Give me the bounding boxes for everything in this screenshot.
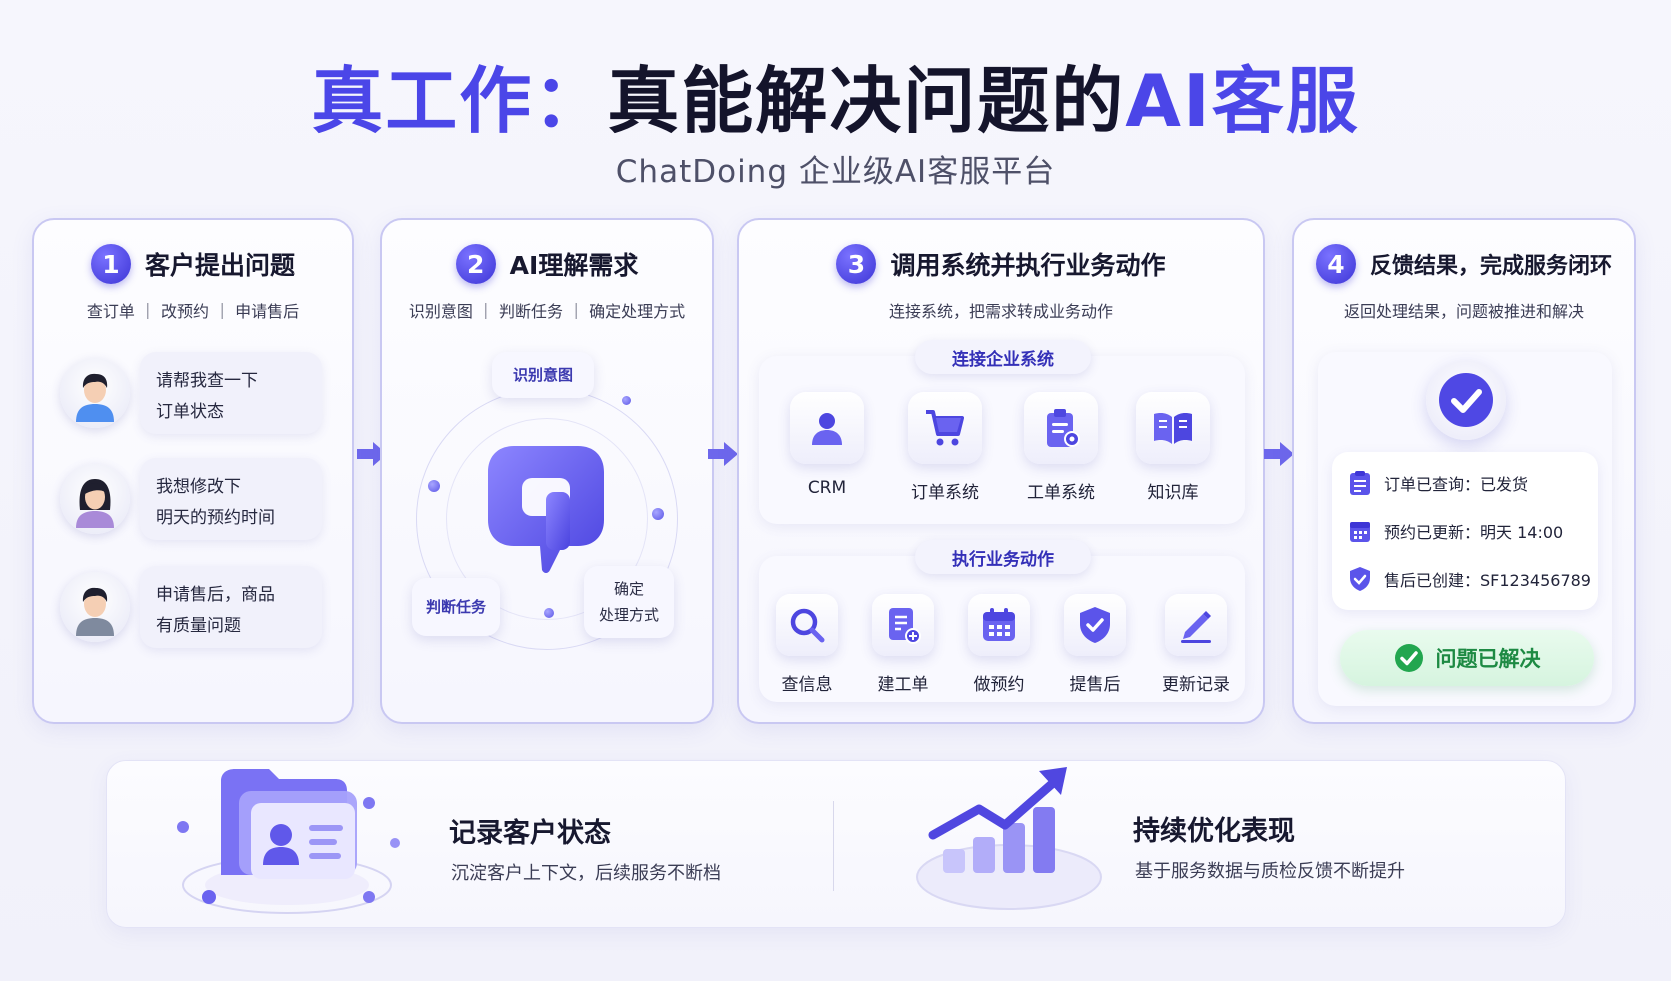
step-4-title: 反馈结果，完成服务闭环 — [1369, 254, 1612, 279]
banner-divider — [833, 801, 834, 891]
success-check-icon — [1426, 360, 1506, 440]
arrow-right-icon — [1264, 442, 1294, 466]
ai-logo-icon — [488, 446, 604, 573]
system-ticket: 工单系统 — [1011, 392, 1111, 503]
chat-item: 请帮我查一下 订单状态 — [60, 352, 322, 434]
title-accent: 真工作： — [311, 59, 608, 143]
person-icon — [76, 479, 114, 528]
step-2-number: 2 — [455, 244, 496, 284]
node-decide: 确定 处理方式 — [584, 566, 674, 638]
calendar-icon — [1350, 522, 1370, 542]
chat-bubble: 申请售后，商品 有质量问题 — [140, 566, 322, 648]
clipboard-icon — [1350, 471, 1370, 495]
banner-left-subtitle: 沉淀客户上下文，后续服务不断档 — [451, 863, 721, 884]
customer-profile-folder-icon — [177, 769, 400, 914]
execute-actions-label: 执行业务动作 — [915, 540, 1091, 574]
step-card-4: 4 反馈结果，完成服务闭环 返回处理结果，问题被推进和解决 订单已查询：已发货 … — [1292, 218, 1636, 724]
node-intent: 识别意图 — [492, 352, 594, 398]
step-4-number: 4 — [1315, 244, 1356, 284]
document-add-icon — [889, 608, 921, 644]
step-3-title: 调用系统并执行业务动作 — [890, 251, 1166, 280]
growth-chart-icon — [916, 767, 1102, 910]
step-card-1: 1 客户提出问题 查订单 ｜ 改预约 ｜ 申请售后 请帮我查一下 订单状态 — [32, 218, 354, 724]
resolved-badge: 问题已解决 — [1340, 630, 1594, 686]
result-item: 售后已创建：SF123456789 — [1348, 566, 1591, 592]
page-title: 真工作：真能解决问题的AI客服 — [0, 56, 1671, 146]
orbit-dot — [428, 480, 440, 492]
result-item: 订单已查询：已发货 — [1348, 470, 1528, 496]
system-crm: CRM — [777, 392, 877, 498]
action-lookup: 查信息 — [767, 594, 847, 695]
step-3-number: 3 — [836, 244, 877, 284]
banner-left-title: 记录客户状态 — [449, 818, 611, 849]
edit-pencil-icon — [1181, 611, 1211, 643]
action-after-sales: 提售后 — [1055, 594, 1135, 695]
step-card-2: 2 AI理解需求 识别意图 ｜ 判断任务 ｜ 确定处理方式 识别意图 判断任务 … — [380, 218, 714, 724]
shield-check-icon — [1080, 607, 1110, 643]
step-2-title: AI理解需求 — [509, 251, 639, 280]
arrow-right-icon — [357, 442, 387, 466]
check-circle-icon — [1394, 644, 1423, 672]
customer-avatar-female — [60, 464, 130, 534]
system-order: 订单系统 — [895, 392, 995, 503]
step-1-number: 1 — [90, 244, 131, 284]
step-4-subtitle: 返回处理结果，问题被推进和解决 — [1343, 302, 1584, 321]
title-ai: AI客服 — [1125, 59, 1360, 143]
customer-avatar-male-blue — [60, 358, 130, 428]
person-icon — [76, 373, 114, 422]
step-1-title: 客户提出问题 — [144, 251, 295, 280]
arrow-right-icon — [708, 442, 738, 466]
step-2-subtitle: 识别意图 ｜ 判断任务 ｜ 确定处理方式 — [408, 302, 686, 321]
orbit-dot — [652, 508, 664, 520]
step-1-header: 1 客户提出问题 — [34, 244, 352, 284]
chat-bubble: 我想修改下 明天的预约时间 — [140, 458, 322, 540]
page-subtitle: ChatDoing 企业级AI客服平台 — [615, 154, 1056, 190]
clipboard-gear-icon — [1047, 409, 1080, 447]
orbit-dot — [622, 396, 631, 405]
title-main: 真能解决问题的 — [607, 59, 1126, 143]
action-booking: 做预约 — [959, 594, 1039, 695]
orbit-ring-inner — [446, 418, 648, 620]
action-create-ticket: 建工单 — [863, 594, 943, 695]
chat-bubble: 请帮我查一下 订单状态 — [140, 352, 322, 434]
bottom-banner: 记录客户状态 沉淀客户上下文，后续服务不断档 持续优化表现 基于服务数据与质检反… — [106, 760, 1566, 928]
shopping-cart-icon — [926, 410, 964, 446]
banner-right-title: 持续优化表现 — [1133, 816, 1295, 847]
person-icon — [76, 587, 114, 636]
customer-avatar-male-gray — [60, 572, 130, 642]
action-update-record: 更新记录 — [1151, 594, 1241, 695]
banner-right-subtitle: 基于服务数据与质检反馈不断提升 — [1135, 861, 1405, 882]
step-3-subtitle: 连接系统，把需求转成业务动作 — [888, 302, 1113, 321]
shield-check-icon — [1350, 567, 1370, 591]
calendar-icon — [983, 608, 1015, 641]
step-3-header: 3 调用系统并执行业务动作 — [739, 244, 1263, 284]
book-icon — [1154, 413, 1192, 444]
system-knowledge: 知识库 — [1123, 392, 1223, 503]
chat-item: 申请售后，商品 有质量问题 — [60, 566, 322, 648]
step-2-header: 2 AI理解需求 — [382, 244, 712, 284]
step-card-3: 3 调用系统并执行业务动作 连接系统，把需求转成业务动作 连接企业系统 CRM … — [737, 218, 1265, 724]
node-judge: 判断任务 — [412, 578, 500, 636]
result-list: 订单已查询：已发货 预约已更新：明天 14:00 售后已创建：SF1234567… — [1332, 452, 1598, 610]
user-icon — [812, 413, 842, 445]
connect-systems-label: 连接企业系统 — [915, 340, 1091, 374]
result-item: 预约已更新：明天 14:00 — [1348, 518, 1563, 544]
step-4-header: 4 反馈结果，完成服务闭环 — [1294, 244, 1634, 284]
orbit-dot — [544, 608, 554, 618]
chat-item: 我想修改下 明天的预约时间 — [60, 458, 322, 540]
step-1-subtitle: 查订单 ｜ 改预约 ｜ 申请售后 — [86, 302, 300, 321]
search-icon — [790, 608, 825, 643]
